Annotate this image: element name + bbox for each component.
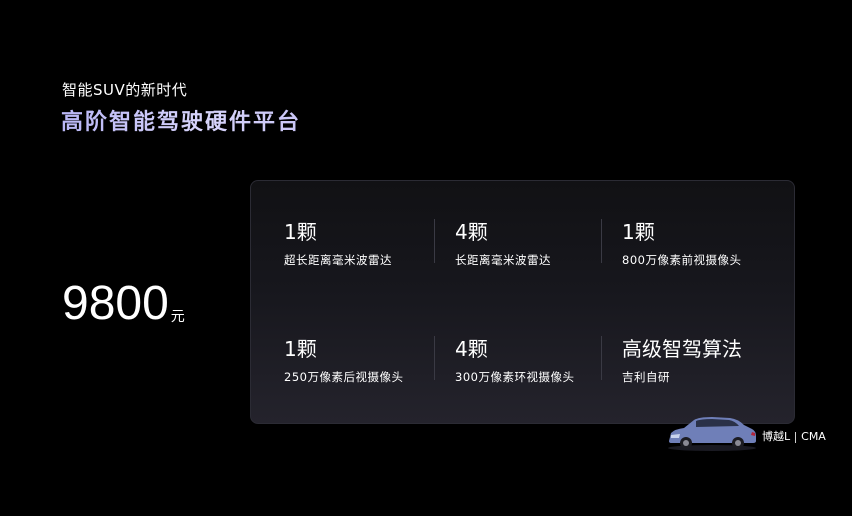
feature-item: 1颗 超长距离毫米波雷达 [284,219,434,268]
feature-count: 1颗 [622,220,655,244]
feature-item: 4颗 长距离毫米波雷达 [455,219,605,268]
feature-divider [601,219,602,263]
feature-count: 1颗 [284,337,317,361]
feature-label: 250万像素后视摄像头 [284,370,404,384]
feature-count: 高级智驾算法 [622,337,742,361]
feature-label: 超长距离毫米波雷达 [284,253,392,267]
feature-item: 1颗 250万像素后视摄像头 [284,336,434,385]
brand-separator [795,431,797,443]
suv-car-icon [668,417,756,451]
feature-divider [434,336,435,380]
price-unit: 元 [170,309,185,325]
feature-count: 1颗 [284,220,317,244]
feature-item: 4颗 300万像素环视摄像头 [455,336,605,385]
feature-divider [434,219,435,263]
feature-label: 300万像素环视摄像头 [455,370,575,384]
slide-title: 高阶智能驾驶硬件平台 [61,108,301,138]
feature-divider [601,336,602,380]
feature-item: 高级智驾算法 吉利自研 [622,336,772,385]
feature-count: 4颗 [455,220,488,244]
brand-model: 博越L [762,430,791,443]
feature-label: 800万像素前视摄像头 [622,253,742,267]
price: 9800 元 [62,276,185,332]
slide-subtitle: 智能SUV的新时代 [62,81,188,99]
brand-platform: CMA [801,430,826,443]
price-value: 9800 [62,277,169,330]
feature-card: 1颗 超长距离毫米波雷达 4颗 长距离毫米波雷达 1颗 800万像素前视摄像头 … [250,180,795,424]
feature-label: 长距离毫米波雷达 [455,253,551,267]
feature-label: 吉利自研 [622,370,670,384]
brand-text: 博越L CMA [762,430,826,444]
brand-badge: 博越L CMA [666,408,846,452]
feature-item: 1颗 800万像素前视摄像头 [622,219,772,268]
feature-count: 4颗 [455,337,488,361]
